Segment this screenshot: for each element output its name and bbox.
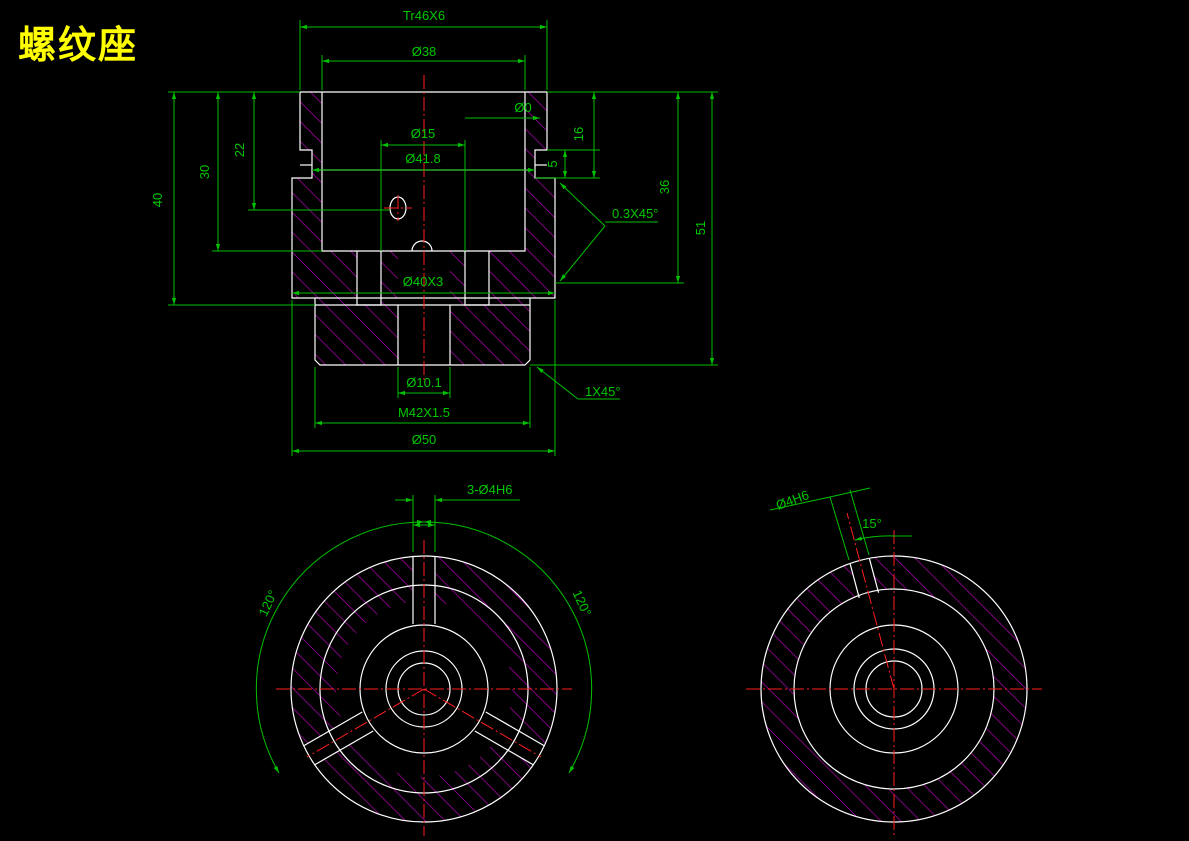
dim-d40x3: Ø40X3 xyxy=(403,274,443,289)
top-view-right xyxy=(746,512,1042,836)
top-view-right-dimensions: Ø4H6 15° xyxy=(769,487,912,561)
dim-h5: 5 xyxy=(545,160,560,167)
dim-h16: 16 xyxy=(571,127,586,141)
dim-d10-1: Ø10.1 xyxy=(406,375,441,390)
dim-tr46x6: Tr46X6 xyxy=(403,8,445,23)
dim-hole-single: Ø4H6 xyxy=(774,487,811,513)
dim-h51: 51 xyxy=(693,221,708,235)
dim-d41-8: Ø41.8 xyxy=(405,151,440,166)
dim-m42: M42X1.5 xyxy=(398,405,450,420)
dim-d38: Ø38 xyxy=(412,44,437,59)
dim-angle-120-left: 120° xyxy=(255,588,280,619)
dim-3-holes: 3-Ø4H6 xyxy=(467,482,513,497)
dim-angle-15: 15° xyxy=(862,516,882,531)
dim-d0: Ø0 xyxy=(514,100,531,115)
dim-chamfer-03: 0.3X45° xyxy=(612,206,658,221)
dim-h30: 30 xyxy=(197,165,212,179)
dim-h36: 36 xyxy=(657,180,672,194)
drawing-title: 螺纹座 xyxy=(18,23,139,67)
dim-d50: Ø50 xyxy=(412,432,437,447)
dim-d15: Ø15 xyxy=(411,126,436,141)
section-view xyxy=(291,75,556,380)
top-view-left-dimensions: 3-Ø4H6 120° 120° xyxy=(255,482,595,774)
top-view-left xyxy=(276,540,572,836)
section-dimensions: Tr46X6 Ø38 Ø0 Ø15 Ø41.8 Ø40X3 Ø10.1 M42X… xyxy=(150,8,718,456)
dim-h22: 22 xyxy=(232,143,247,157)
dim-h40: 40 xyxy=(150,193,165,207)
dim-chamfer-1: 1X45° xyxy=(585,384,621,399)
